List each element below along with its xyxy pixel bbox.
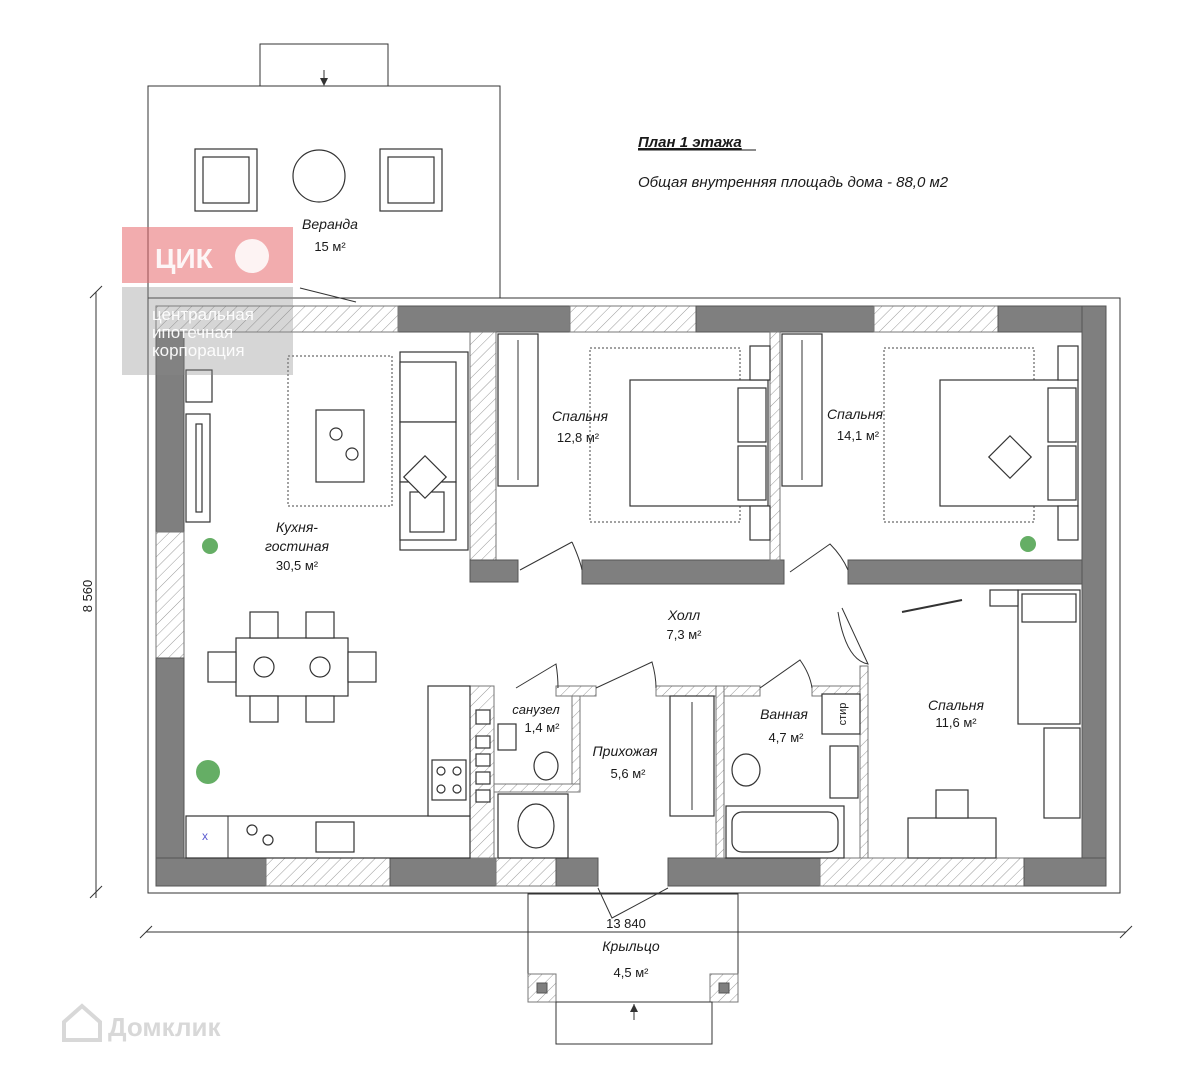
shelf: [185, 369, 213, 403]
bedroom3-name: Спальня: [928, 697, 984, 713]
outer-walls: [147, 297, 1121, 894]
entrance-fixtures: [497, 695, 715, 859]
hall-name: Холл: [667, 607, 700, 623]
veranda-armchair-right: [379, 148, 443, 212]
porch-name: Крыльцо: [602, 938, 660, 954]
porch: [527, 893, 739, 1045]
bathroom-name: Ванная: [760, 706, 808, 722]
cik-watermark: ЦИК центральная ипотечная корпорация: [122, 227, 293, 375]
cik-line-3: корпорация: [152, 341, 245, 360]
veranda-area: 15 м²: [314, 239, 346, 254]
veranda-armchair-left: [194, 148, 258, 212]
height-dimension: 8 560: [80, 580, 95, 613]
bathroom-fixtures: [725, 693, 861, 859]
bedroom1-area: 12,8 м²: [557, 430, 600, 445]
total-area: Общая внутренняя площадь дома - 88,0 м2: [638, 174, 949, 191]
washing-machine: [821, 693, 861, 735]
desk: [907, 817, 997, 859]
veranda: [147, 43, 501, 299]
width-dimension: 13 840: [606, 916, 646, 931]
dining-table: [207, 611, 377, 723]
counter-mark: x: [202, 829, 208, 843]
wc-name: санузел: [512, 702, 560, 717]
kitchen-living-name-1: Кухня-: [276, 519, 318, 535]
plant-icon: [196, 538, 220, 784]
cik-logo-text: ЦИК: [155, 243, 214, 274]
bedroom1-furniture: [497, 333, 771, 541]
domclick-text: Домклик: [108, 1012, 221, 1042]
house-icon: [62, 1003, 102, 1042]
bedroom3-area: 11,6 м²: [935, 715, 977, 730]
veranda-name: Веранда: [302, 216, 358, 232]
cik-line-2: ипотечная: [152, 323, 233, 342]
cik-logo-icon: [235, 239, 269, 273]
coffee-table: [315, 409, 365, 483]
bathroom-area: 4,7 м²: [769, 730, 805, 745]
washer-label: стир: [837, 703, 849, 726]
bedroom2-area: 14,1 м²: [837, 428, 880, 443]
entrance-name: Прихожая: [593, 743, 658, 759]
kitchen-counter: [185, 685, 471, 859]
wc-area: 1,4 м²: [525, 720, 561, 735]
wc-fixtures: [475, 709, 559, 803]
doors: [299, 287, 869, 919]
dimension-lines: [89, 285, 1133, 939]
plant-icon: [1020, 536, 1036, 552]
bedroom2-furniture: [781, 333, 1079, 552]
living-rug: [287, 355, 393, 507]
cik-line-1: центральная: [152, 305, 254, 324]
porch-area: 4,5 м²: [614, 965, 650, 980]
entrance-area: 5,6 м²: [611, 766, 647, 781]
plan-title: План 1 этажа: [638, 134, 742, 151]
bedroom3-furniture: [901, 589, 1081, 859]
kitchen-living-name-2: гостиная: [265, 538, 329, 554]
kitchen-living-area: 30,5 м²: [276, 558, 319, 573]
kitchen-living-furniture: x: [185, 351, 471, 859]
veranda-round-table: [292, 149, 346, 203]
hall-area: 7,3 м²: [667, 627, 703, 642]
bedroom1-name: Спальня: [552, 408, 608, 424]
sofa: [399, 351, 469, 551]
domclick-watermark: Домклик: [62, 1003, 221, 1042]
bedroom2-name: Спальня: [827, 406, 883, 422]
kitchen-sink: [315, 821, 355, 853]
